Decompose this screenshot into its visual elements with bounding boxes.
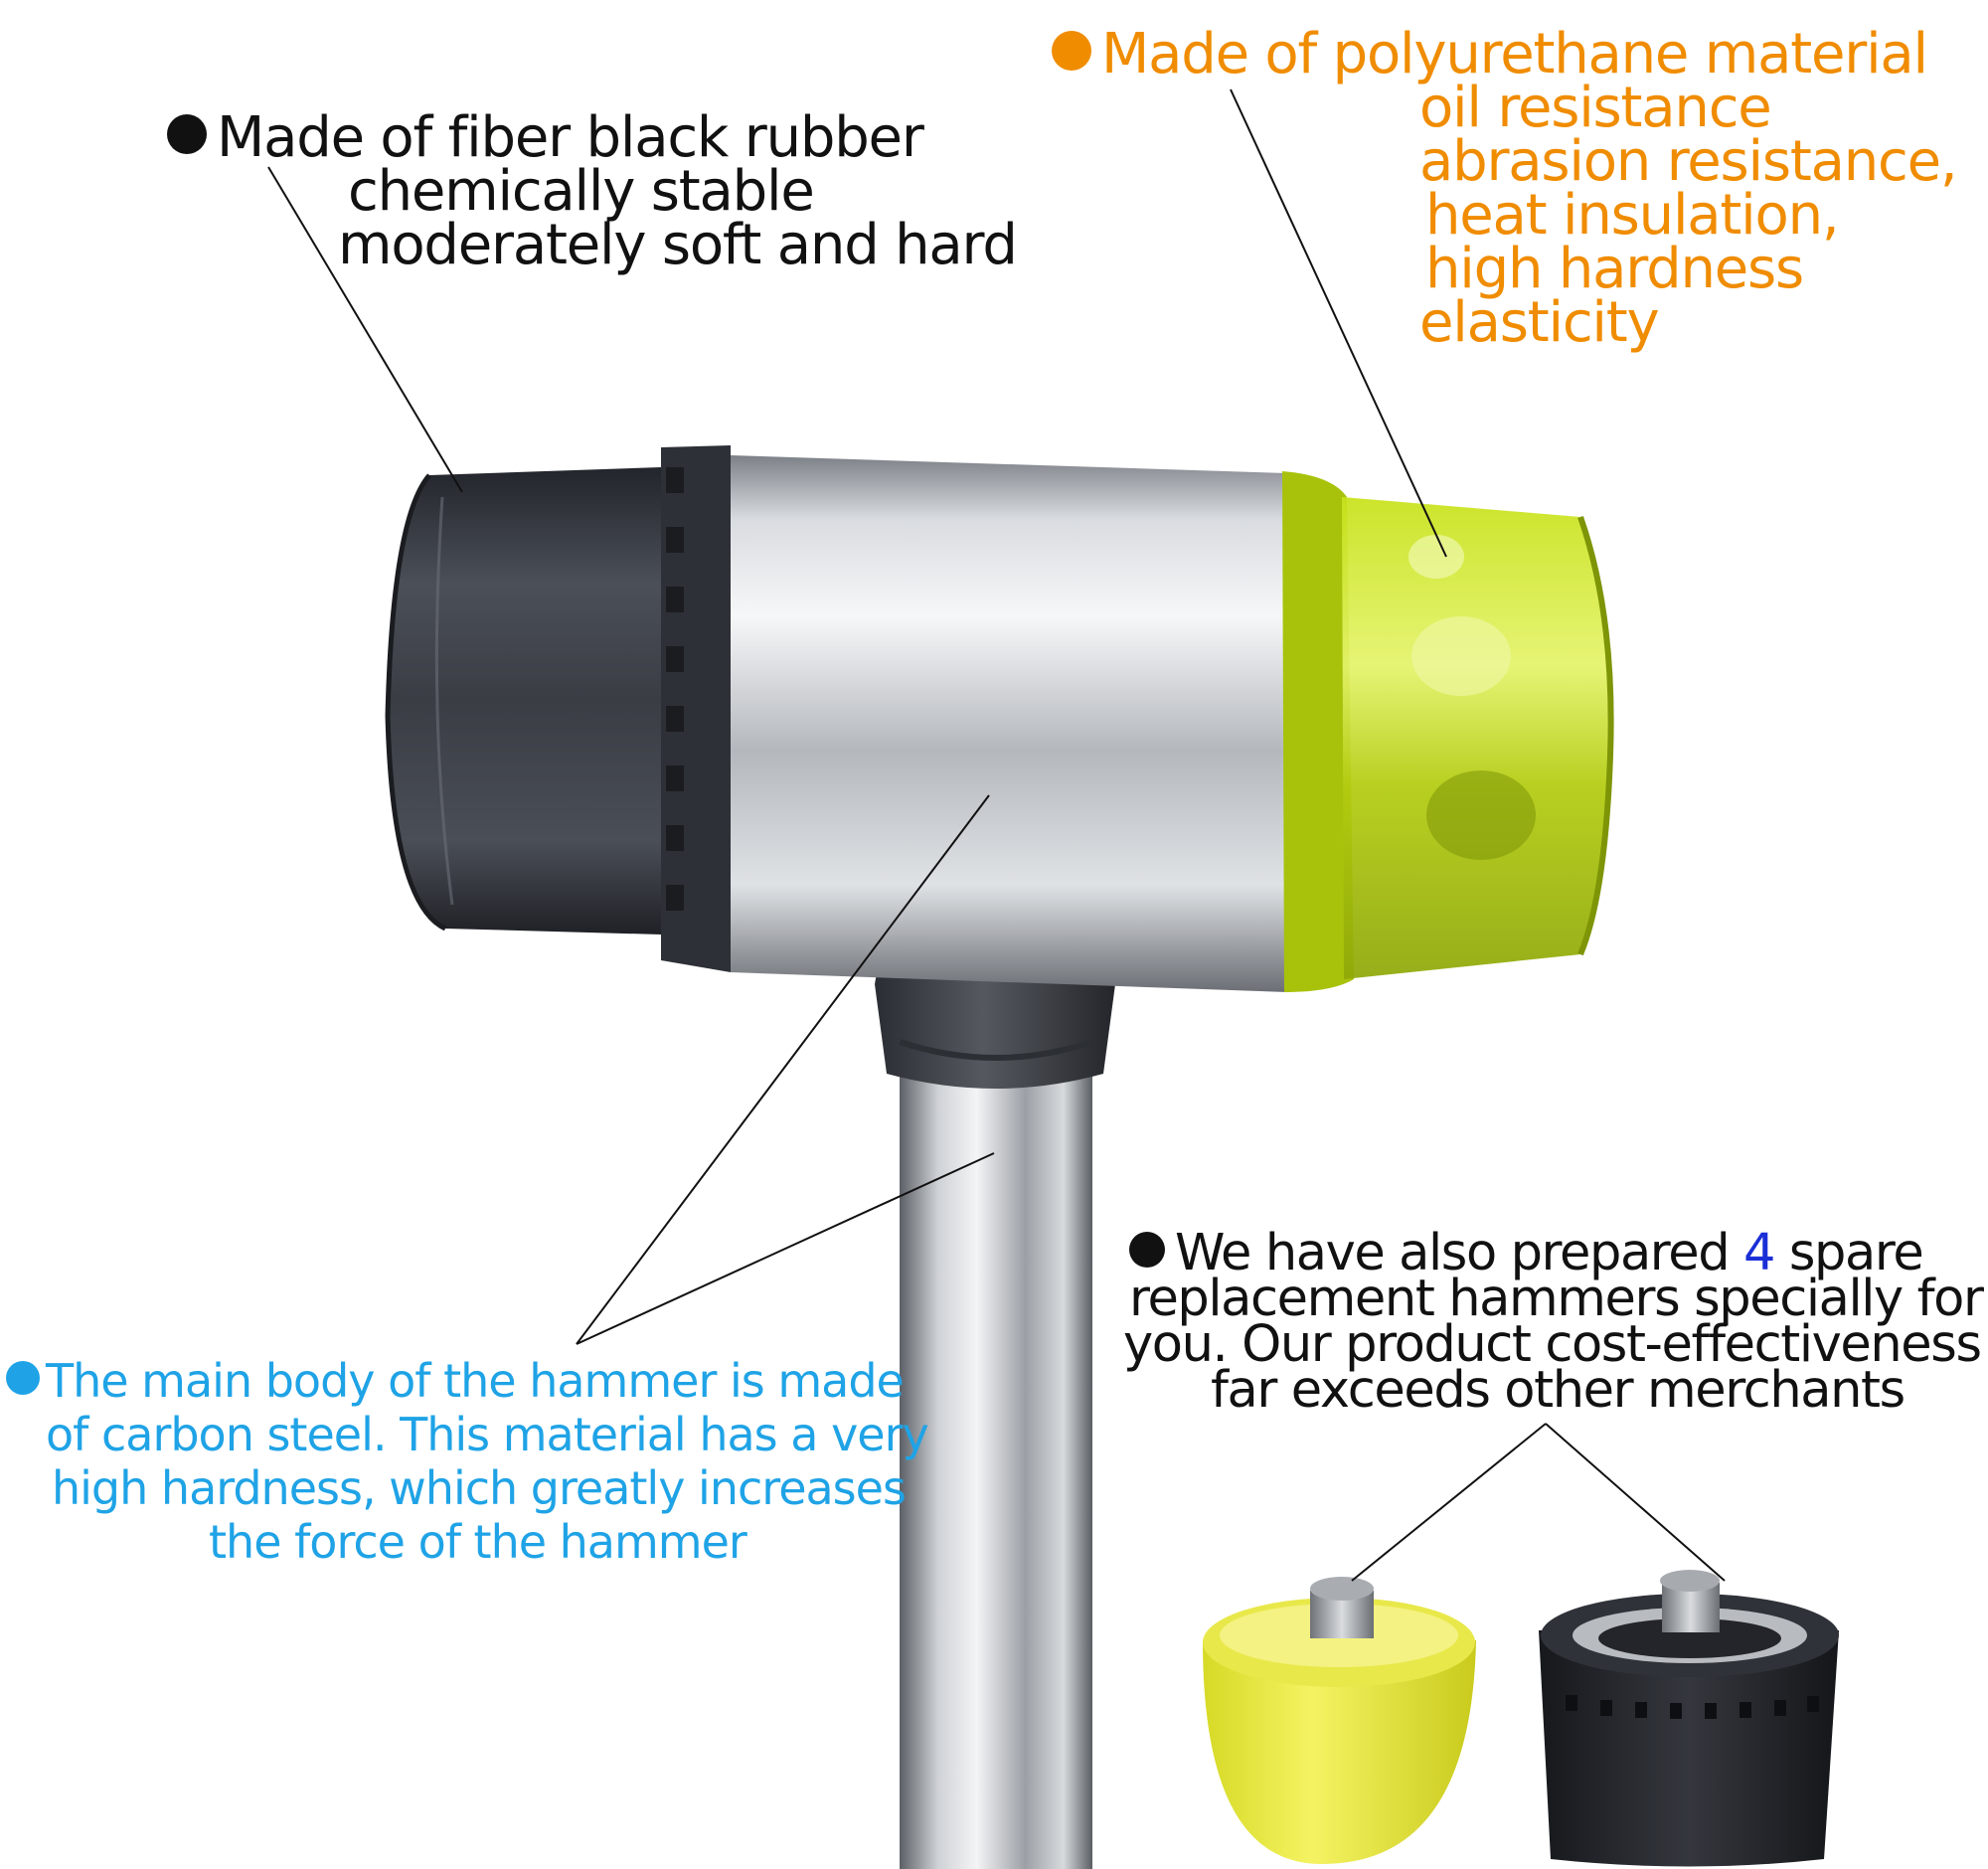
- bullet-dot-icon: [6, 1361, 40, 1395]
- hammer-steel-body: [731, 455, 1289, 992]
- pu-callout-line2: oil resistance: [1419, 76, 1772, 140]
- rubber-hammer-head: [385, 445, 731, 972]
- rubber-callout-line2: chemically stable: [348, 159, 815, 224]
- polyurethane-hammer-head: [1282, 471, 1614, 992]
- spare-heads-callout: We have also prepared 4 spare replacemen…: [1123, 1228, 1984, 1420]
- bullet-dot-icon: [167, 114, 207, 154]
- pu-callout-line5: high hardness: [1425, 237, 1804, 301]
- hammer-handle: [875, 905, 1115, 1869]
- spare-callout-line2: replacement hammers specially for: [1129, 1270, 1984, 1328]
- steel-callout-line2: of carbon steel. This material has a ver…: [46, 1408, 929, 1461]
- pu-callout-line3: abrasion resistance,: [1419, 129, 1958, 194]
- polyurethane-head-callout: Made of polyurethane material oil resist…: [1052, 27, 1958, 355]
- bullet-dot-icon: [1129, 1232, 1165, 1268]
- steel-callout-line3: high hardness, which greatly increases: [52, 1461, 907, 1515]
- steel-callout-line1: The main body of the hammer is made: [46, 1354, 905, 1408]
- spare-callout-line4: far exceeds other merchants: [1211, 1361, 1905, 1420]
- pu-callout-line1: Made of polyurethane material: [1101, 22, 1928, 86]
- spare-count: 4: [1743, 1224, 1775, 1282]
- pu-callout-line4: heat insulation,: [1425, 183, 1840, 248]
- rubber-callout-line3: moderately soft and hard: [338, 213, 1018, 277]
- pu-callout-line6: elasticity: [1419, 290, 1660, 355]
- spare-callout-line1-before: We have also prepared: [1175, 1224, 1744, 1282]
- rubber-callout-line1: Made of fiber black rubber: [217, 105, 924, 170]
- steel-body-callout: The main body of the hammer is made of c…: [6, 1354, 929, 1569]
- rubber-head-callout: Made of fiber black rubber chemically st…: [167, 110, 1018, 277]
- spare-black-head: [1539, 1570, 1839, 1867]
- leader-lines: [267, 88, 1726, 1582]
- spare-callout-line3: you. Our product cost-effectiveness: [1123, 1315, 1982, 1374]
- spare-yellow-head: [1203, 1577, 1476, 1864]
- bullet-dot-icon: [1052, 31, 1091, 71]
- spare-callout-line1-after: spare: [1774, 1224, 1924, 1282]
- steel-callout-line4: the force of the hammer: [209, 1515, 747, 1569]
